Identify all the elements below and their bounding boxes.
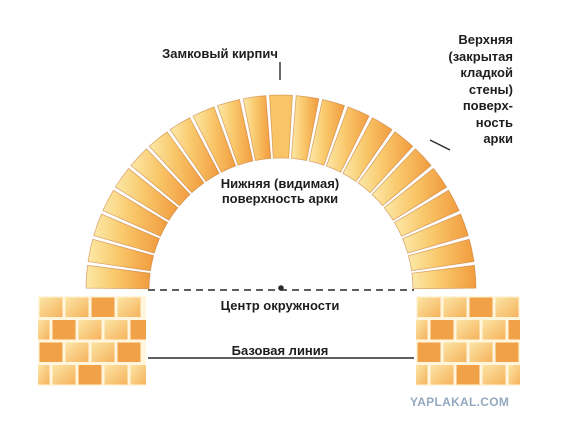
wall-brick [39,342,63,362]
wall-brick [482,320,506,340]
wall-brick [443,297,467,317]
extrados-label: Верхняя (закрытая кладкой стены) поверх-… [400,32,513,148]
arch-bricks [85,94,477,290]
wall-brick [52,365,76,385]
wall-brick [430,365,454,385]
arch-brick [242,95,272,161]
wall-brick [65,297,89,317]
wall-brick [508,320,520,340]
extrados-pointer [429,139,451,151]
guide-lines [148,62,451,359]
intrados-label: Нижняя (видимая) поверхность арки [160,176,400,206]
arch-brick [102,189,169,237]
arch-brick [342,117,393,182]
wall-brick [456,320,480,340]
wall-brick [38,320,50,340]
arch-brick [325,106,370,173]
wall-brick [38,365,50,385]
wall-brick [65,342,89,362]
intrados-label-line: поверхность арки [221,191,339,206]
extrados-label-line: (закрытая [448,48,513,64]
arch-brick [169,117,220,182]
right-pillar [416,296,520,386]
wall-brick [482,365,506,385]
wall-brick [91,297,115,317]
keystone-label: Замковый кирпич [162,46,278,61]
left-pillar [38,296,146,386]
wall-brick [469,297,493,317]
arch-brick [290,95,320,161]
arch-brick [402,213,469,254]
intrados-label-line: Нижняя (видимая) [220,176,340,191]
extrados-label-line: арки [483,131,513,146]
wall-brick [508,365,520,385]
extrados-label-line: поверх- [462,98,513,113]
brick-pillars [38,296,520,386]
arch-brick [93,213,160,254]
wall-brick [469,342,493,362]
wall-brick [495,297,519,317]
arch-brick [192,106,237,173]
arch-brick [308,98,346,166]
wall-brick [417,297,441,317]
wall-brick [39,297,63,317]
baseline-label: Базовая линия [231,343,329,358]
arch-brick [393,189,460,237]
arch-brick [85,264,151,290]
arch-brick [87,238,155,272]
wall-brick [52,320,76,340]
wall-brick [416,320,428,340]
wall-brick [495,342,519,362]
extrados-label-line: кладкой [460,65,513,80]
wall-brick [117,297,141,317]
arch-brick [371,148,432,207]
wall-brick [130,320,146,340]
wall-brick [456,365,480,385]
arch-brick [357,131,414,194]
wall-brick [417,342,441,362]
arch-brick [411,264,477,290]
wall-brick [416,365,428,385]
arch-brick [407,238,475,272]
wall-brick [117,342,141,362]
wall-brick [104,320,128,340]
watermark: YAPLAKAL.COM [410,395,510,409]
center-point [278,285,284,291]
arch-brick [114,167,179,221]
wall-brick [130,365,146,385]
wall-brick [430,320,454,340]
keystone-brick [269,94,293,159]
wall-brick [104,365,128,385]
extrados-label-line: стены) [468,81,513,97]
wall-brick [91,342,115,362]
extrados-label-line: ность [475,114,513,130]
arch-brick [383,167,448,221]
arch-brick [130,148,191,207]
arch-brick [216,98,254,166]
extrados-label-line: Верхняя [458,32,513,47]
wall-brick [443,342,467,362]
center-label: Центр окружности [220,298,340,313]
arch-brick [148,131,205,194]
wall-brick [78,320,102,340]
wall-brick [78,365,102,385]
